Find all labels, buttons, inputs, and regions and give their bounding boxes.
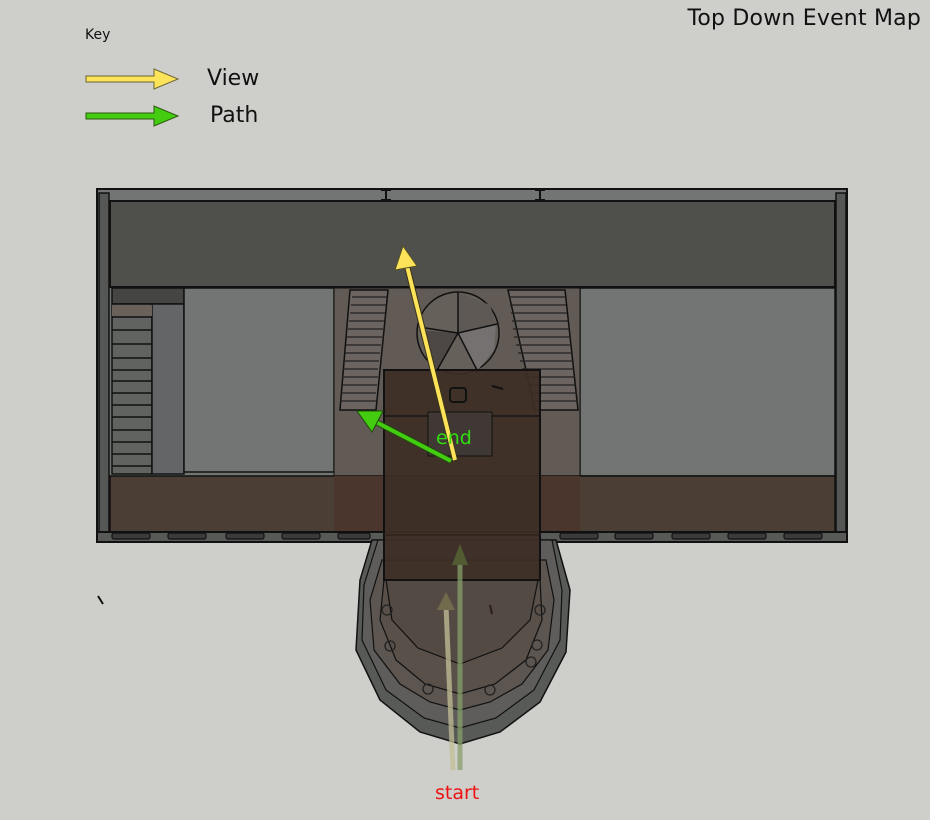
rotunda-disc	[416, 291, 500, 375]
right-room	[579, 287, 836, 477]
start-path-arrows	[437, 544, 468, 771]
central-room	[383, 369, 541, 615]
legend-view-label: View	[207, 66, 260, 91]
start-marker-label: start	[435, 782, 480, 804]
stray-tick-mark	[97, 595, 104, 605]
path-arrow	[356, 410, 453, 464]
legend-path-label: Path	[210, 103, 259, 128]
yellow-arrow-icon	[85, 68, 180, 90]
left-staircase	[111, 287, 185, 475]
legend-heading: Key	[85, 27, 111, 43]
view-direction-arrow	[394, 244, 458, 461]
end-marker-label: end	[436, 427, 472, 449]
left-room	[183, 287, 335, 473]
green-arrow-icon	[85, 105, 180, 127]
map-title: Top Down Event Map	[687, 6, 921, 31]
